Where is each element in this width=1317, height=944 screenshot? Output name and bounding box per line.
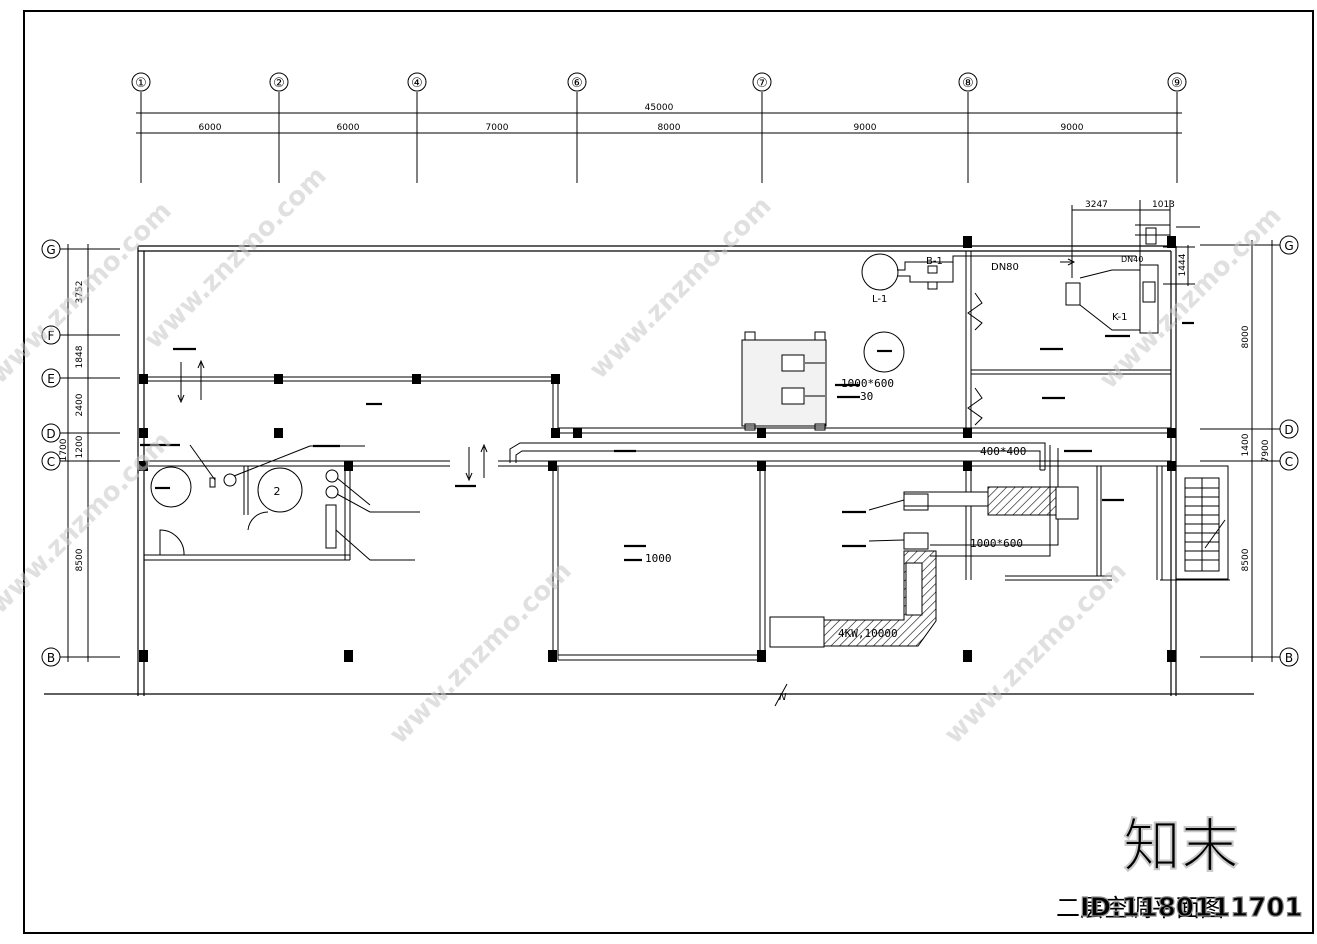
top-right-dim-2: 1013 <box>1152 200 1175 210</box>
section-mark <box>774 683 788 707</box>
top-right-dim-3: 1444 <box>1178 253 1188 276</box>
drawing-id: ID:1180111701 <box>1080 893 1303 923</box>
stairs <box>1160 465 1230 581</box>
right-axis-bubbles: G D C B <box>1279 235 1299 667</box>
watermark-logo: 知末 <box>1123 812 1239 880</box>
span-dim-6: 9000 <box>1061 123 1084 133</box>
axis-right-B: B <box>1285 651 1293 665</box>
sheet-border <box>23 10 1314 934</box>
side-axis-lines <box>60 240 1280 662</box>
top-axis-bubbles: ① ② ④ ⑥ ⑦ ⑧ ⑨ <box>131 72 1187 92</box>
fan-rating: 4KW,10000 <box>838 627 898 640</box>
duct-size-400x400: 400*400 <box>980 445 1026 458</box>
watermark-5: www.znzmo.com <box>0 426 178 620</box>
span-dim-4: 8000 <box>658 123 681 133</box>
axis-bubble-9: ⑨ <box>1167 72 1187 92</box>
axis-left-C: C <box>47 455 55 469</box>
dryer-room <box>741 331 905 431</box>
axis-label-1: ① <box>135 76 147 91</box>
axis-left-E: E <box>47 372 55 386</box>
axis-label-2: ② <box>273 76 285 91</box>
north-mark: N <box>779 692 787 703</box>
span-dim-2: 6000 <box>337 123 360 133</box>
left-dim-3: 2400 <box>75 393 85 416</box>
right-dim-1: 8000 <box>1241 325 1251 348</box>
columns <box>139 236 1176 662</box>
pipe-dn-small: DN40 <box>1121 255 1143 264</box>
equipment-b1: B-1 <box>926 256 943 267</box>
axis-right-C: C <box>1285 455 1293 469</box>
axis-label-6: ⑥ <box>571 76 583 91</box>
axis-label-7: ⑦ <box>756 76 768 91</box>
top-right-dim-1: 3247 <box>1085 200 1108 210</box>
purification-fan-duct <box>769 550 937 648</box>
watermarks: www.znzmo.com www.znzmo.com www.znzmo.co… <box>0 161 1288 750</box>
duct-corridor <box>509 442 1059 557</box>
span-dim-5: 9000 <box>854 123 877 133</box>
axis-label-4: ④ <box>411 76 423 91</box>
axis-bubble-4: ④ <box>407 72 427 92</box>
duct-size-1000x600-top: 1000*600 <box>841 377 894 390</box>
axis-bubble-2: ② <box>269 72 289 92</box>
equipment-l1: L-1 <box>872 294 887 305</box>
left-dim-5: 1700 <box>59 438 69 461</box>
axis-label-8: ⑧ <box>962 76 974 91</box>
watermark-2: www.znzmo.com <box>139 161 333 355</box>
overall-dimension: 45000 <box>645 103 674 113</box>
duct-size-30: 30 <box>860 390 873 403</box>
axis-left-G: G <box>46 243 55 257</box>
interior-walls <box>144 251 1171 661</box>
left-dim-6: 8500 <box>75 548 85 571</box>
watermark-4: www.znzmo.com <box>1094 201 1288 395</box>
tower-number: 2 <box>274 485 281 498</box>
right-dim-2: 1400 <box>1241 433 1251 456</box>
right-dim-4: 8500 <box>1241 548 1251 571</box>
axis-left-D: D <box>46 427 55 441</box>
axis-bubble-7: ⑦ <box>752 72 772 92</box>
pump-room-equipment <box>150 444 420 561</box>
duct-size-1000-room: 1000 <box>645 552 672 565</box>
watermark-1: www.znzmo.com <box>0 196 178 390</box>
equipment-k1: K-1 <box>1112 312 1127 323</box>
span-dim-1: 6000 <box>199 123 222 133</box>
chiller-piping <box>861 200 1200 426</box>
axis-right-G: G <box>1284 239 1293 253</box>
pipe-dn80: DN80 <box>991 262 1019 273</box>
axis-bubble-8: ⑧ <box>958 72 978 92</box>
top-dimensions <box>136 92 1182 183</box>
axis-bubble-6: ⑥ <box>567 72 587 92</box>
axis-label-9: ⑨ <box>1171 76 1183 91</box>
span-dim-3: 7000 <box>486 123 509 133</box>
axis-left-F: F <box>48 329 55 343</box>
duct-size-1000x600-bottom: 1000*600 <box>970 537 1023 550</box>
left-dim-1: 3752 <box>75 281 85 304</box>
axis-right-D: D <box>1284 423 1293 437</box>
drying-machine-ducts <box>868 486 1079 550</box>
right-dim-3: 7900 <box>1261 439 1271 462</box>
room-label-marks <box>140 321 1194 562</box>
axis-bubble-1: ① <box>131 72 151 92</box>
left-dim-2: 1848 <box>75 345 85 368</box>
left-dim-4: 1200 <box>75 435 85 458</box>
drawing-title: 二层空调平面图 <box>1056 894 1224 922</box>
axis-left-B: B <box>47 651 55 665</box>
vent-arrows <box>177 359 488 482</box>
